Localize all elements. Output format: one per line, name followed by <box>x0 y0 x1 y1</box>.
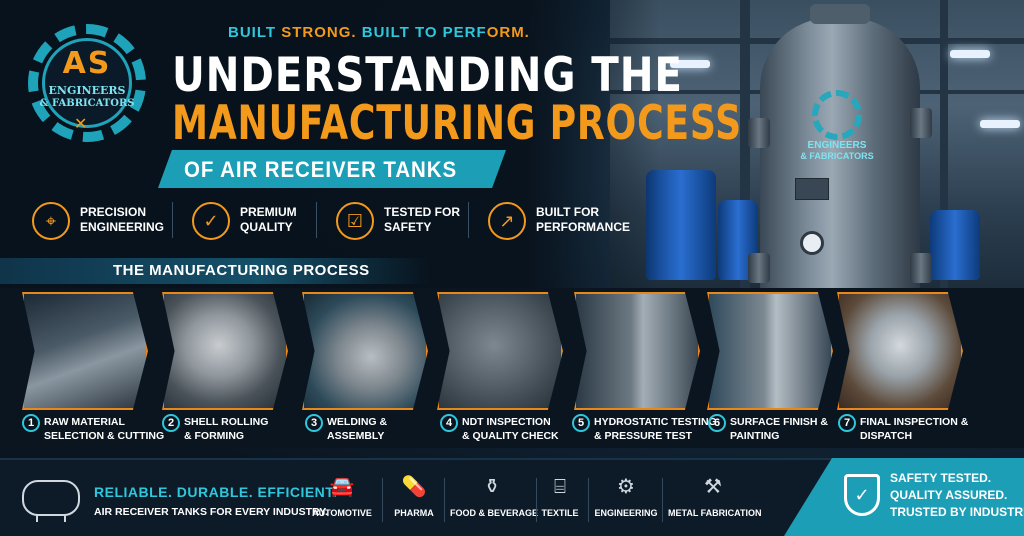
pressure-gauge-icon <box>800 231 824 255</box>
step-5-label: 5 HYDROSTATIC TESTING& PRESSURE TEST <box>572 414 717 448</box>
industry-food-beverage: ⚱ FOOD & BEVERAGE <box>450 468 538 532</box>
process-title: THE MANUFACTURING PROCESS <box>113 262 370 279</box>
industry-automotive: 🚘 AUTOMOTIVE <box>312 468 372 532</box>
title-line3: OF AIR RECEIVER TANKS <box>184 157 458 182</box>
bottom-headline: RELIABLE. DURABLE. EFFICIENT. <box>94 484 338 500</box>
logo-line2: & FABRICATORS <box>39 98 135 109</box>
industry-textile: ⌸ TEXTILE <box>540 468 580 532</box>
gear-icon <box>28 24 146 142</box>
industry-engineering: ⚙ ENGINEERING <box>594 468 658 532</box>
tank-nameplate <box>795 178 829 200</box>
step-1-image <box>22 292 148 410</box>
thread-spool-icon: ⌸ <box>554 476 566 498</box>
shield-check-icon: ✓ <box>844 474 880 516</box>
step-7-image <box>837 292 963 410</box>
trust-badge: ✓ SAFETY TESTED. QUALITY ASSURED. TRUSTE… <box>784 458 1024 536</box>
step-6-image <box>707 292 833 410</box>
clipboard-check-icon: ☑ <box>336 202 374 240</box>
step-4-image <box>437 292 563 410</box>
car-icon: 🚘 <box>329 476 355 498</box>
industry-pharma: 💊 PHARMA <box>390 468 438 532</box>
logo-letters: AS <box>62 46 112 81</box>
title-line2: MANUFACTURING PROCESS <box>172 96 742 151</box>
bottle-icon: ⚱ <box>483 476 501 498</box>
logo-line1: ENGINEERS <box>48 84 126 97</box>
step-7-label: 7 FINAL INSPECTION &DISPATCH <box>838 414 973 448</box>
step-2-image <box>162 292 288 410</box>
tagline: BUILT STRONG. BUILT TO PERFORM. <box>228 24 530 41</box>
step-4-label: 4 NDT INSPECTION& QUALITY CHECK <box>440 414 575 448</box>
industry-list: 🚘 AUTOMOTIVE 💊 PHARMA ⚱ FOOD & BEVERAGE … <box>312 468 762 532</box>
company-logo: AS ENGINEERS & FABRICATORS ✕ <box>22 18 152 148</box>
step-6-label: 6 SURFACE FINISH &PAINTING <box>708 414 843 448</box>
welding-icon: ⚒ <box>704 476 722 498</box>
title-line1: UNDERSTANDING THE <box>172 48 683 103</box>
step-5-image <box>574 292 700 410</box>
title-ribbon: OF AIR RECEIVER TANKS <box>158 150 506 188</box>
tank-logo: ENGINEERS & FABRICATORS <box>782 90 892 170</box>
step-3-image <box>302 292 428 410</box>
industry-metal-fabrication: ⚒ METAL FABRICATION <box>668 468 762 532</box>
step-3-label: 3 WELDING &ASSEMBLY <box>305 414 440 448</box>
shield-check-icon: ✓ <box>192 202 230 240</box>
air-receiver-tank-image: ENGINEERS & FABRICATORS <box>748 4 932 318</box>
gear-icon: ⚙ <box>617 476 635 498</box>
step-2-label: 2 SHELL ROLLING& FORMING <box>162 414 297 448</box>
bottom-subline: AIR RECEIVER TANKS FOR EVERY INDUSTRY. <box>94 506 328 518</box>
crossed-wrenches-icon: ✕ <box>74 116 88 133</box>
capsule-icon: 💊 <box>401 476 427 498</box>
tank-outline-icon <box>22 480 80 522</box>
crosshair-icon: ⌖ <box>32 202 70 240</box>
growth-chart-icon: ↗ <box>488 202 526 240</box>
